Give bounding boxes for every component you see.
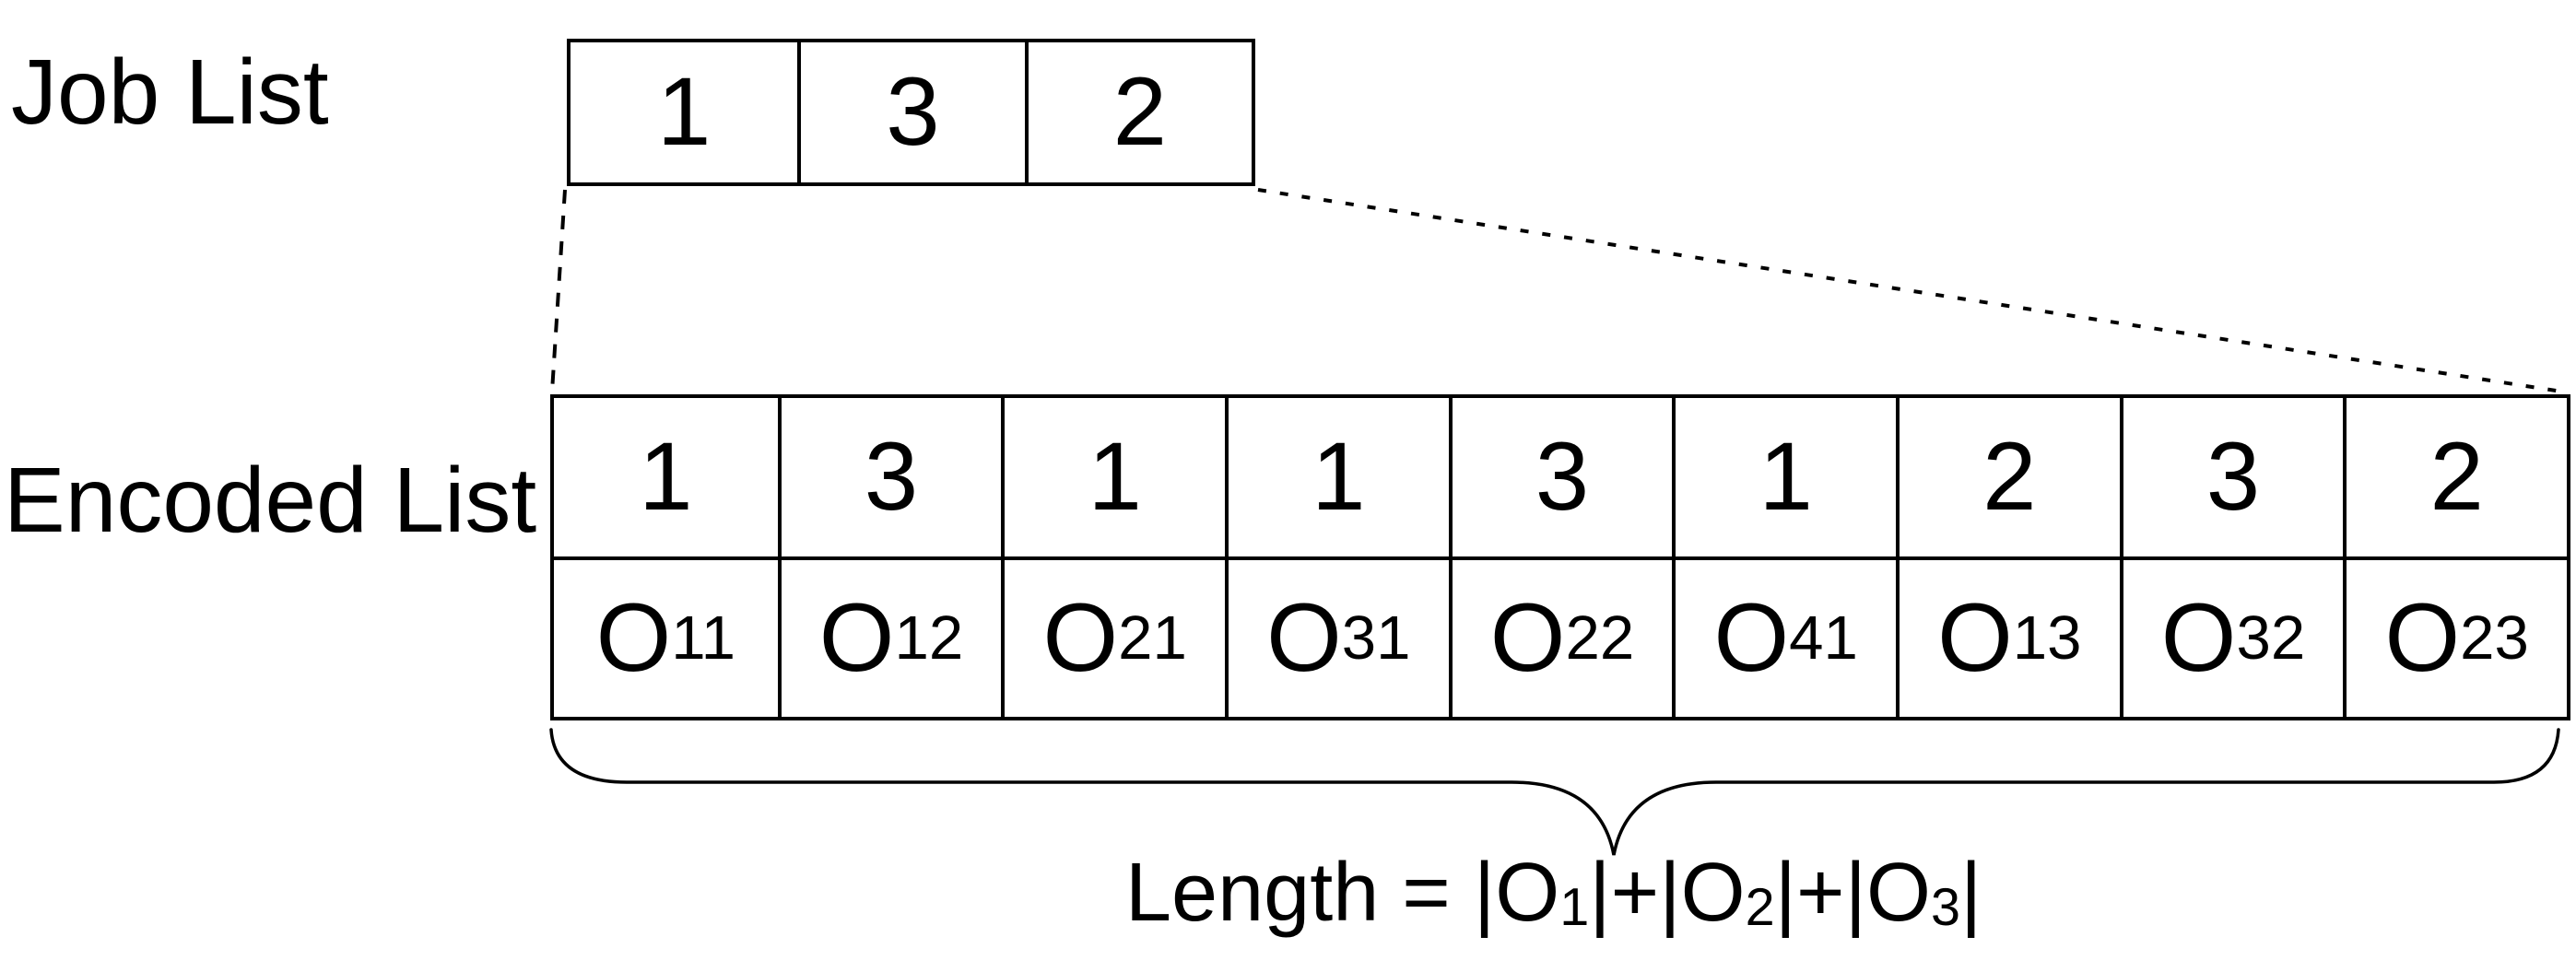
machine-cell: 1 bbox=[1001, 398, 1225, 556]
operation-symbol: O bbox=[595, 584, 672, 692]
underbrace bbox=[549, 728, 2560, 856]
operation-symbol: O bbox=[1266, 584, 1342, 692]
job-list-cell: 1 bbox=[656, 58, 712, 166]
operation-symbol: O bbox=[1713, 584, 1790, 692]
operation-symbol: O bbox=[1937, 584, 2013, 692]
operation-symbol: O bbox=[818, 584, 895, 692]
machine-cell: 2 bbox=[2343, 398, 2567, 556]
formula-subscript: 3 bbox=[1930, 878, 1960, 938]
job-list-cell: 3 bbox=[797, 42, 1024, 182]
formula-text: | bbox=[1959, 847, 1982, 939]
job-list-cell: 2 bbox=[1024, 42, 1252, 182]
operation-symbol: O bbox=[2384, 584, 2461, 692]
job-list-label: Job List bbox=[11, 41, 329, 144]
formula-text: Length = |O bbox=[1125, 847, 1560, 939]
operation-subscript: 41 bbox=[1789, 603, 1858, 673]
operation-symbol: O bbox=[1489, 584, 1566, 692]
operation-subscript: 13 bbox=[2012, 603, 2082, 673]
machine-cell: 2 bbox=[1896, 398, 2120, 556]
formula-subscript: 2 bbox=[1745, 878, 1775, 938]
length-formula: Length = |O1|+|O2|+|O3| bbox=[1125, 851, 1982, 935]
encoded-list-label: Encoded List bbox=[4, 449, 537, 552]
operation-subscript: 21 bbox=[1118, 603, 1187, 673]
operation-subscript: 23 bbox=[2460, 603, 2529, 673]
formula-subscript: 1 bbox=[1559, 878, 1590, 938]
machine-cell: 3 bbox=[777, 398, 1002, 556]
operation-subscript: 22 bbox=[1565, 603, 1635, 673]
operation-subscript: 12 bbox=[894, 603, 964, 673]
operation-subscript: 31 bbox=[1341, 603, 1411, 673]
machine-cell: 1 bbox=[1672, 398, 1896, 556]
formula-text: |+|O bbox=[1589, 847, 1746, 939]
machine-cell: 3 bbox=[2119, 398, 2344, 556]
operation-symbol: O bbox=[1042, 584, 1119, 692]
operation-subscript: 11 bbox=[671, 603, 736, 673]
machine-cell: 1 bbox=[1225, 398, 1449, 556]
dashed-connector-right bbox=[1257, 188, 2569, 394]
operation-subscript: 32 bbox=[2236, 603, 2306, 673]
formula-text: |+|O bbox=[1774, 847, 1931, 939]
machine-cell: 3 bbox=[1448, 398, 1673, 556]
operation-symbol: O bbox=[2160, 584, 2237, 692]
machine-cell: 1 bbox=[639, 423, 693, 531]
dashed-connector-left bbox=[550, 189, 567, 392]
